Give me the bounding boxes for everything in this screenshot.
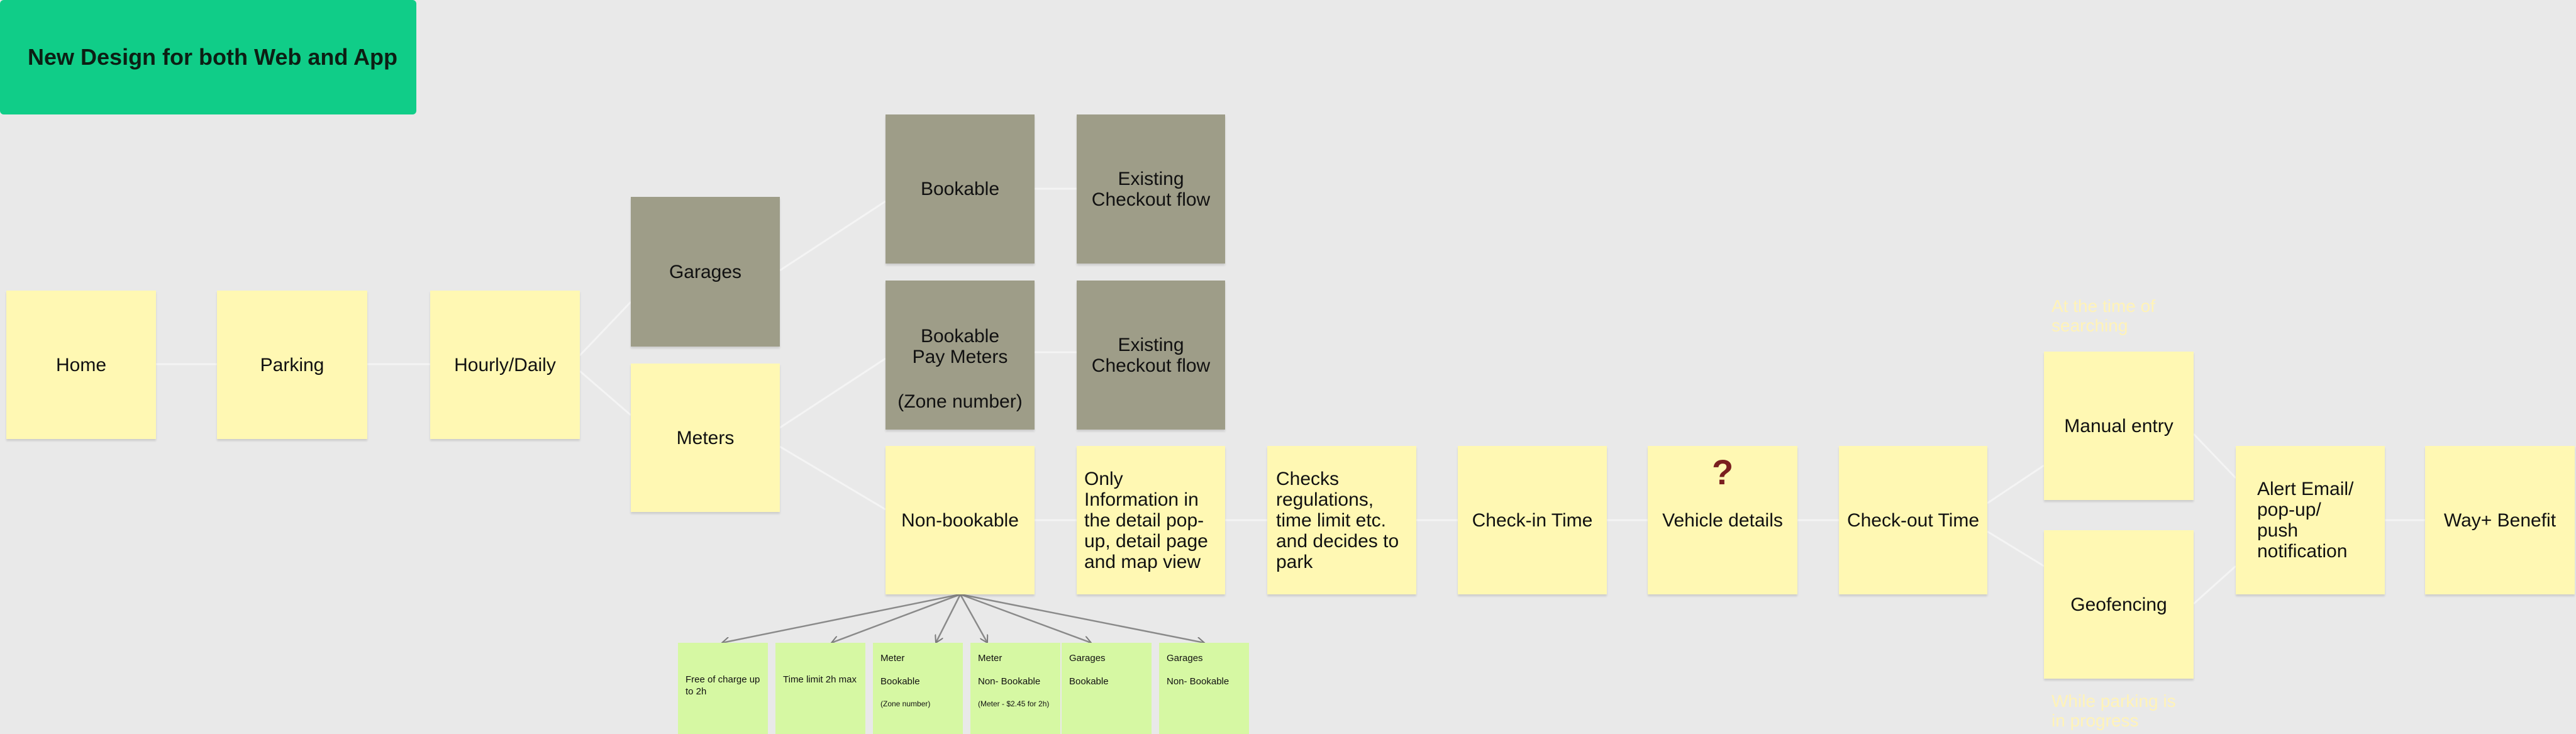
sub-note-line: (Meter - $2.45 for 2h) [978,699,1050,708]
sub-note-line: Meter [978,653,1002,664]
sub-note-line: Garages [1167,653,1203,664]
bookable-pay-meters-label: Bookable Pay Meters [912,326,1008,367]
note-check-in-time[interactable]: Check-in Time [1458,446,1607,594]
sub-note-line: Meter [880,653,905,664]
note-existing-checkout-1[interactable]: Existing Checkout flow [1077,114,1225,264]
note-non-bookable[interactable]: Non-bookable [886,446,1035,594]
sub-note-free-of-charge[interactable]: Free of charge up to 2h [678,643,768,734]
note-garages[interactable]: Garages [631,197,780,347]
connector-garages-bookable [779,200,886,272]
vehicle-details-label: Vehicle details [1662,509,1783,531]
arrow-to-free-of-charge [722,593,961,643]
sub-note-meter-non-bookable[interactable]: Meter Non- Bookable (Meter - $2.45 for 2… [970,643,1060,734]
arrow-to-meter-bookable [936,594,962,643]
connector-hourly-garages [579,301,632,357]
sub-note-garages-non-bookable[interactable]: Garages Non- Bookable [1159,643,1249,734]
sub-note-line: Non- Bookable [1167,676,1230,687]
connector-geofencing-alert [2192,565,2237,605]
existing-checkout-1-label: Existing Checkout flow [1091,168,1211,210]
sub-note-line: Bookable [880,676,920,687]
connector-checkout-geofencing [1987,530,2045,567]
existing-checkout-2-label: Existing Checkout flow [1091,334,1211,376]
note-manual-entry[interactable]: Manual entry [2044,352,2194,500]
label-while-parking: While parking is in progress [2051,691,2176,730]
sub-note-time-limit[interactable]: Time limit 2h max [775,643,865,734]
note-parking[interactable]: Parking [217,291,367,439]
note-only-information[interactable]: Only Information in the detail pop-up, d… [1077,446,1225,594]
note-alert[interactable]: Alert Email/ pop-up/ push notification [2236,446,2385,594]
diagram-title: New Design for both Web and App [0,0,416,114]
connector-manual-alert [2192,433,2237,479]
sub-note-meter-bookable[interactable]: Meter Bookable (Zone number) [873,643,963,734]
connector-meters-nonbookable [779,445,886,511]
note-bookable-pay-meters[interactable]: Bookable Pay Meters (Zone number) [886,281,1035,430]
arrow-to-garages-bookable [960,593,1091,643]
note-bookable[interactable]: Bookable [886,114,1035,264]
sub-note-line: Free of charge up to 2h [686,674,760,697]
arrow-to-time-limit [831,593,961,643]
connector-checkout-manual [1987,464,2045,504]
sub-note-line: Time limit 2h max [783,674,857,685]
zone-number-label: (Zone number) [897,391,1023,412]
note-checks-regulations[interactable]: Checks regulations, time limit etc. and … [1267,446,1416,594]
note-hourly-daily[interactable]: Hourly/Daily [430,291,580,439]
arrow-to-garages-nonbookable [960,593,1204,643]
note-existing-checkout-2[interactable]: Existing Checkout flow [1077,281,1225,430]
sub-note-line: Bookable [1069,676,1109,687]
note-geofencing[interactable]: Geofencing [2044,530,2194,679]
arrow-to-meter-nonbookable [959,594,987,643]
connector-meters-paymeters [779,357,886,429]
sub-note-line: Non- Bookable [978,676,1041,687]
note-home[interactable]: Home [6,291,156,439]
connector-hourly-meters [579,370,631,416]
note-check-out-time[interactable]: Check-out Time [1839,446,1987,594]
note-meters[interactable]: Meters [631,364,780,512]
label-at-time-of-searching: At the time of searching [2051,296,2155,335]
note-way-benefit[interactable]: Way+ Benefit [2425,446,2575,594]
sub-note-line: Garages [1069,653,1106,664]
sub-note-line: (Zone number) [880,699,931,708]
question-mark-icon: ? [1712,452,1734,492]
sub-note-garages-bookable[interactable]: Garages Bookable [1062,643,1152,734]
note-vehicle-details[interactable]: Vehicle details [1648,446,1797,594]
